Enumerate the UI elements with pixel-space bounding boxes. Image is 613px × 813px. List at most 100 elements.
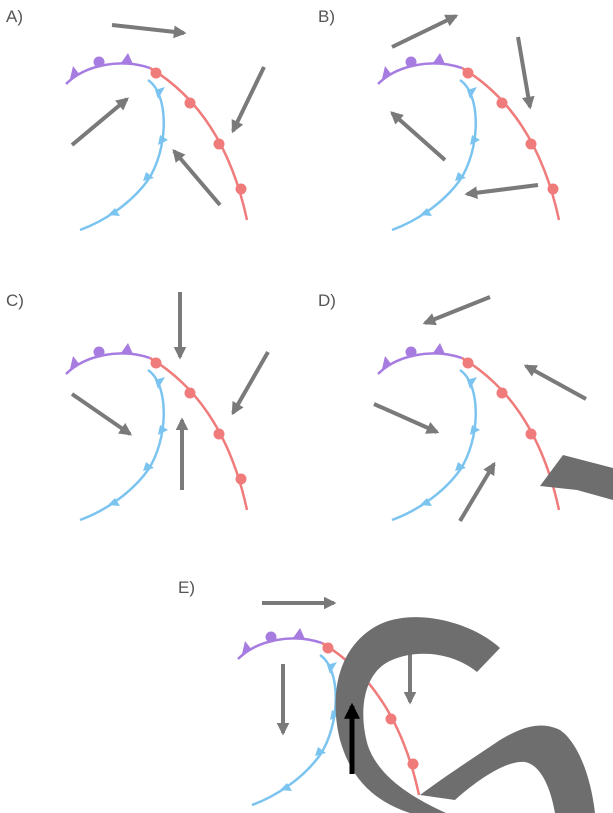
warm-front-marker <box>407 758 419 770</box>
occluded-front-marker <box>121 343 133 354</box>
warm-front-marker <box>496 387 508 399</box>
wind-arrows-c <box>70 292 270 490</box>
cold-front-marker <box>108 498 120 506</box>
cold-front-marker <box>467 377 477 389</box>
occluded-front-marker <box>242 641 252 654</box>
occluded-front-marker <box>293 628 305 639</box>
occluded-front-marker <box>405 346 417 358</box>
cold-front-marker <box>420 208 432 216</box>
occluded-front-marker <box>70 356 80 369</box>
panel-c: C) <box>6 291 270 522</box>
warm-front-marker <box>213 138 225 150</box>
warm-front-marker <box>322 642 334 654</box>
wind-arrow <box>458 461 496 523</box>
cold-front-marker <box>155 377 165 389</box>
cold-front-marker <box>467 87 477 99</box>
warm-front-marker <box>213 428 225 440</box>
warm-front-line <box>149 66 249 221</box>
cold-front-marker <box>330 710 340 720</box>
panel-label-a: A) <box>6 7 23 26</box>
warm-front-marker <box>150 357 162 369</box>
wind-arrow <box>391 14 459 49</box>
warm-front-marker <box>235 183 247 195</box>
cold-front-line <box>79 78 165 232</box>
cold-front-line <box>391 368 477 522</box>
warm-front-line <box>461 66 561 221</box>
panel-label-b: B) <box>318 7 335 26</box>
warm-front-marker <box>462 67 474 79</box>
wind-arrow <box>373 402 440 434</box>
wind-arrow <box>516 36 535 110</box>
cold-front-marker <box>143 172 154 181</box>
panel-d: D) <box>318 291 613 523</box>
warm-front-marker <box>184 387 196 399</box>
occluded-front-line <box>65 62 151 85</box>
cold-front-marker <box>155 87 165 99</box>
cold-front-line <box>79 368 165 522</box>
wind-arrow <box>422 295 491 326</box>
occluded-front-line <box>377 62 463 85</box>
panel-label-c: C) <box>6 291 24 310</box>
panel-label-d: D) <box>318 291 336 310</box>
wind-arrow <box>523 364 587 401</box>
cold-front-marker <box>143 462 154 471</box>
cold-front-marker <box>315 747 326 756</box>
panel-e: E) <box>178 578 595 813</box>
wind-arrows-b <box>390 14 539 200</box>
warm-front-marker <box>184 97 196 109</box>
overlay-shape <box>540 455 613 500</box>
front-system-a <box>65 53 249 232</box>
warm-front-marker <box>235 473 247 485</box>
cold-front-line <box>391 78 477 232</box>
panel-b: B) <box>318 7 561 232</box>
warm-front-line <box>321 641 421 796</box>
wind-arrow <box>231 66 266 134</box>
cold-front-marker <box>108 208 120 216</box>
occluded-front-marker <box>382 356 392 369</box>
overlay-shape <box>335 617 595 813</box>
warm-front-marker <box>525 138 537 150</box>
warm-front-marker <box>150 67 162 79</box>
wind-arrow <box>464 183 539 200</box>
occluded-front-marker <box>405 56 417 68</box>
front-system-c <box>65 343 249 522</box>
occluded-front-line <box>377 352 463 375</box>
wind-arrow <box>70 392 133 436</box>
cold-front-marker <box>455 462 466 471</box>
wind-arrow <box>111 23 187 39</box>
occluded-front-marker <box>93 56 105 68</box>
wind-arrow <box>231 351 270 416</box>
warm-front-marker <box>525 428 537 440</box>
wind-arrow <box>70 97 129 147</box>
front-system-e <box>237 628 421 807</box>
cold-front-marker <box>158 135 168 145</box>
panel-a: A) <box>6 7 266 232</box>
occluded-front-marker <box>121 53 133 64</box>
cold-front-marker <box>327 662 337 674</box>
panel-label-e: E) <box>178 578 195 597</box>
warm-front-marker <box>496 97 508 109</box>
warm-front-marker <box>462 357 474 369</box>
wind-arrows-d <box>373 295 587 523</box>
cold-front-marker <box>158 425 168 435</box>
wind-arrow <box>172 149 222 207</box>
occluded-front-marker <box>70 66 80 79</box>
warm-front-marker <box>385 713 397 725</box>
warm-front-line <box>149 356 249 511</box>
cold-front-marker <box>280 783 292 791</box>
wind-arrows-a <box>70 23 266 207</box>
occluded-front-marker <box>265 631 277 643</box>
cold-front-marker <box>420 498 432 506</box>
occluded-front-marker <box>93 346 105 358</box>
cold-front-line <box>251 653 337 807</box>
occluded-front-marker <box>433 53 445 64</box>
occluded-front-marker <box>382 66 392 79</box>
cold-front-marker <box>455 172 466 181</box>
warm-front-line <box>461 356 561 511</box>
occluded-front-line <box>65 352 151 375</box>
cold-front-marker <box>470 135 480 145</box>
cold-front-marker <box>470 425 480 435</box>
wind-arrow <box>390 111 447 162</box>
occluded-front-marker <box>433 343 445 354</box>
